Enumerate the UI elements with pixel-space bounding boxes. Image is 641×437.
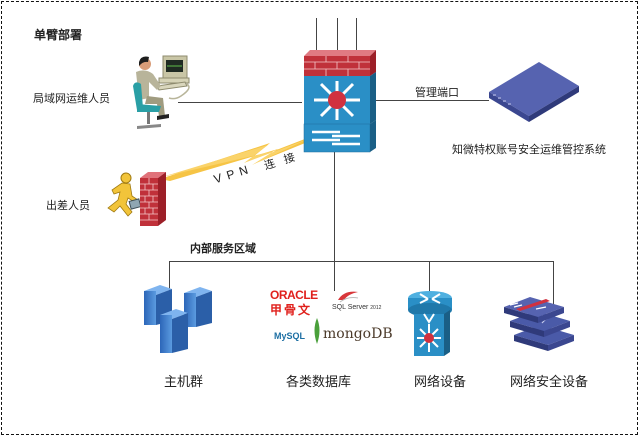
mongodb-leaf-icon — [314, 318, 320, 344]
edge-bus-to-security — [553, 261, 554, 307]
edge-uplink-2 — [337, 18, 338, 50]
internal-zone-label: 内部服务区域 — [190, 242, 256, 255]
core-firewall-switch-icon[interactable] — [302, 48, 378, 154]
sqlserver-icon — [338, 291, 359, 303]
edge-bus-to-network — [429, 261, 430, 301]
network-devices-label: 网络设备 — [414, 375, 467, 390]
edge-mgmt-port — [376, 100, 489, 101]
edge-switch-to-bus — [334, 150, 335, 262]
security-devices-label: 网络安全设备 — [510, 375, 589, 390]
router-switch-icon[interactable] — [406, 290, 454, 358]
databases-label: 各类数据库 — [286, 375, 352, 390]
internal-bus-line — [169, 261, 554, 262]
database-logos[interactable]: ORACLE 甲骨文 SQL Server 2012 MySQL mongoDB — [268, 288, 393, 352]
operator-workstation-icon[interactable] — [133, 52, 195, 134]
oracle-logo: ORACLE — [270, 288, 318, 302]
lan-ops-label: 局域网运维人员 — [33, 92, 110, 105]
mongodb-logo: mongoDB — [323, 326, 393, 342]
diagram-title: 单臂部署 — [34, 28, 83, 42]
sqlserver-logo: SQL Server 2012 — [332, 304, 382, 311]
edge-uplink-1 — [316, 18, 317, 50]
running-person-icon[interactable] — [106, 172, 142, 220]
vpn-lightning-icon — [160, 137, 310, 181]
host-cluster-label: 主机群 — [164, 375, 204, 390]
bastion-label: 知微特权账号安全运维管控系统 — [452, 143, 606, 156]
dameng-logo: 甲骨文 — [270, 303, 313, 317]
edge-bus-to-hosts — [169, 261, 170, 291]
server-cluster-icon[interactable] — [140, 285, 220, 361]
mgmt-port-label: 管理端口 — [415, 86, 459, 99]
mysql-logo: MySQL — [274, 331, 306, 341]
edge-lan-to-switch — [178, 102, 302, 103]
security-stack-icon[interactable] — [502, 295, 578, 357]
edge-bus-to-db — [334, 261, 335, 291]
appliance-icon[interactable] — [487, 60, 581, 126]
personal-firewall-icon — [140, 172, 166, 226]
remote-staff-label: 出差人员 — [46, 199, 90, 212]
edge-uplink-3 — [356, 18, 357, 50]
